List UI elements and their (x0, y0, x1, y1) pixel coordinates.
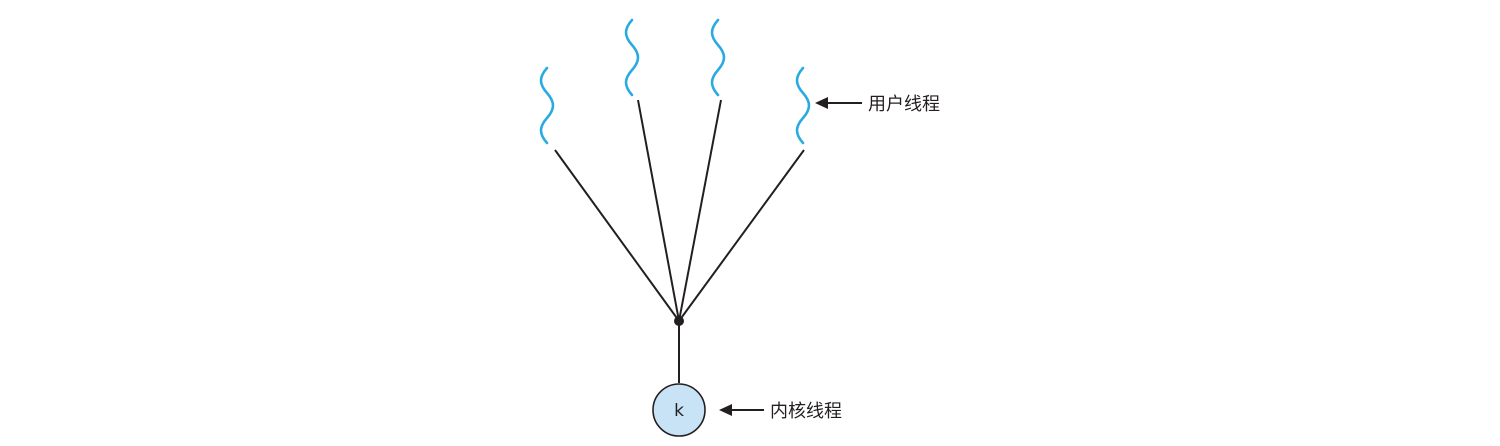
user-thread-label: 用户线程 (868, 94, 940, 115)
user-thread-4 (795, 66, 811, 145)
user-thread-arrow-head (815, 97, 828, 109)
kernel-thread-label: 内核线程 (770, 401, 842, 422)
user-thread-link-1 (554, 149, 680, 322)
user-thread-link-4 (678, 149, 805, 322)
user-thread-3 (710, 18, 726, 97)
user-thread-link-3 (678, 99, 722, 322)
kernel-thread-letter: k (674, 401, 684, 421)
user-thread-2 (624, 18, 640, 97)
kernel-thread-circle (652, 383, 706, 437)
user-thread-1 (539, 66, 555, 145)
kernel-thread-arrow-head (719, 404, 732, 416)
user-thread-link-2 (637, 99, 680, 322)
